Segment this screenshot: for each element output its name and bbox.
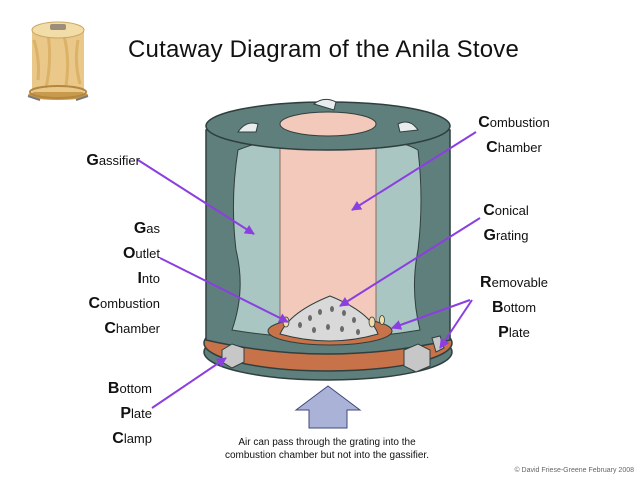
- pointer-removable-plate-2: [439, 299, 473, 349]
- label-initial: B: [107, 380, 120, 397]
- label-gassifier: Gassifier: [60, 148, 140, 173]
- label-rest: hamber: [115, 321, 160, 336]
- label-line: Conical: [466, 198, 546, 223]
- label-line: Chamber: [60, 316, 160, 341]
- label-line: Plate: [466, 320, 562, 345]
- label-rest: ombustion: [100, 296, 160, 311]
- label-initial: C: [112, 430, 124, 447]
- label-line: Into: [60, 266, 160, 291]
- label-rest: onical: [494, 203, 529, 218]
- label-line: Clamp: [82, 426, 152, 451]
- page-title: Cutaway Diagram of the Anila Stove: [128, 36, 519, 63]
- label-initial: I: [137, 270, 142, 287]
- copyright-notice: © David Friese-Greene February 2008: [514, 467, 634, 474]
- pointer-bottom-plate-clamp: [151, 357, 227, 409]
- label-line: Combustion: [466, 110, 562, 135]
- label-line: Bottom: [466, 295, 562, 320]
- label-line: Gas: [60, 216, 160, 241]
- label-initial: B: [491, 299, 504, 316]
- label-rest: rating: [495, 228, 529, 243]
- label-line: Gassifier: [60, 148, 140, 173]
- label-rest: ombustion: [489, 115, 550, 130]
- label-line: Bottom: [82, 376, 152, 401]
- label-rest: late: [508, 325, 530, 340]
- label-line: Chamber: [466, 135, 562, 160]
- label-initial: G: [133, 220, 147, 237]
- pointer-conical-grating: [339, 217, 481, 307]
- pointer-combustion-chamber: [351, 131, 477, 211]
- label-pointers: [137, 131, 481, 409]
- label-line: Outlet: [60, 241, 160, 266]
- conical-grating: [267, 295, 393, 346]
- label-initial: C: [483, 202, 495, 219]
- label-line: Plate: [82, 401, 152, 426]
- label-initial: C: [486, 139, 498, 156]
- label-initial: C: [88, 295, 101, 312]
- label-initial: C: [478, 114, 490, 131]
- label-rest: assifier: [98, 153, 140, 168]
- air-flow-arrow: [294, 385, 362, 429]
- label-rest: ottom: [503, 300, 537, 315]
- pointer-gassifier: [137, 159, 255, 235]
- label-line: Removable: [466, 270, 562, 295]
- label-rest: hamber: [497, 140, 542, 155]
- label-initial: G: [483, 227, 496, 244]
- pointer-removable-plate-1: [391, 299, 471, 330]
- outer-shell: [205, 98, 451, 355]
- pointer-gas-outlet: [159, 257, 289, 323]
- label-rest: utlet: [135, 246, 160, 261]
- label-rest: ottom: [119, 381, 152, 396]
- label-rest: emovable: [491, 275, 548, 290]
- label-line: Grating: [466, 223, 546, 248]
- label-line: Combustion: [60, 291, 160, 316]
- label-rest: lamp: [123, 431, 152, 446]
- air-flow-caption: Air can pass through the grating into th…: [224, 437, 429, 461]
- label-rest: late: [131, 406, 152, 421]
- label-initial: R: [480, 274, 492, 291]
- label-initial: C: [104, 320, 116, 337]
- label-initial: G: [86, 152, 99, 169]
- label-initial: P: [498, 324, 509, 341]
- stove-photo-thumbnail: [27, 21, 89, 101]
- label-rest: as: [146, 221, 160, 236]
- label-initial: O: [122, 245, 136, 262]
- label-initial: P: [120, 405, 132, 422]
- label-rest: nto: [141, 271, 160, 286]
